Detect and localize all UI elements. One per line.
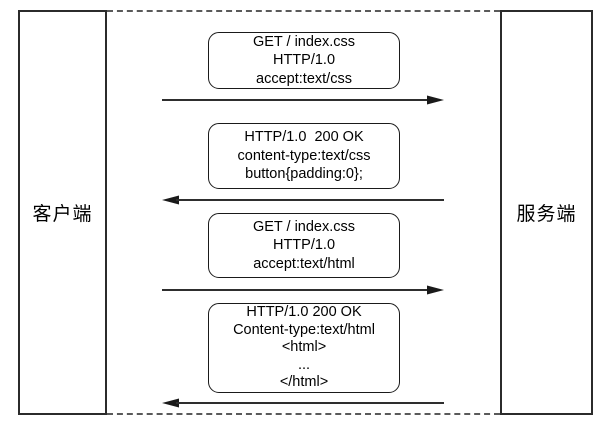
message-box-html-request: GET / index.css HTTP/1.0 accept:text/htm…: [208, 213, 400, 278]
left-arrow-css-response: [162, 195, 444, 205]
message-line: Content-type:text/html: [233, 321, 375, 338]
message-box-html-response: HTTP/1.0 200 OK Content-type:text/html <…: [208, 303, 400, 393]
message-line: HTTP/1.0: [272, 52, 336, 69]
message-line: accept:text/css: [256, 70, 352, 87]
server-actor-box: 服务端: [500, 10, 593, 415]
server-actor-label: 服务端: [516, 204, 577, 225]
message-line: HTTP/1.0: [272, 237, 336, 254]
left-arrow-html-response: [162, 398, 444, 408]
message-line: <html>: [281, 339, 327, 356]
message-box-css-request: GET / index.css HTTP/1.0 accept:text/css: [208, 32, 400, 89]
client-actor-label: 客户端: [32, 204, 93, 225]
message-line: content-type:text/css: [237, 147, 371, 164]
right-arrow-css-request: [162, 95, 444, 105]
message-line: accept:text/html: [253, 255, 355, 272]
lifeline-bottom-dashed-line: [107, 413, 500, 415]
right-arrow-html-request: [162, 285, 444, 295]
lifeline-top-dashed-line: [107, 10, 500, 12]
message-line: ...: [297, 356, 311, 373]
message-box-css-response: HTTP/1.0 200 OK content-type:text/css bu…: [208, 123, 400, 189]
message-line: HTTP/1.0 200 OK: [244, 129, 364, 146]
message-line: GET / index.css: [252, 218, 356, 235]
message-line: </html>: [279, 374, 329, 391]
message-line: button{padding:0};: [245, 166, 363, 183]
client-actor-box: 客户端: [18, 10, 107, 415]
message-line: GET / index.css: [252, 33, 356, 50]
message-line: HTTP/1.0 200 OK: [246, 304, 362, 321]
